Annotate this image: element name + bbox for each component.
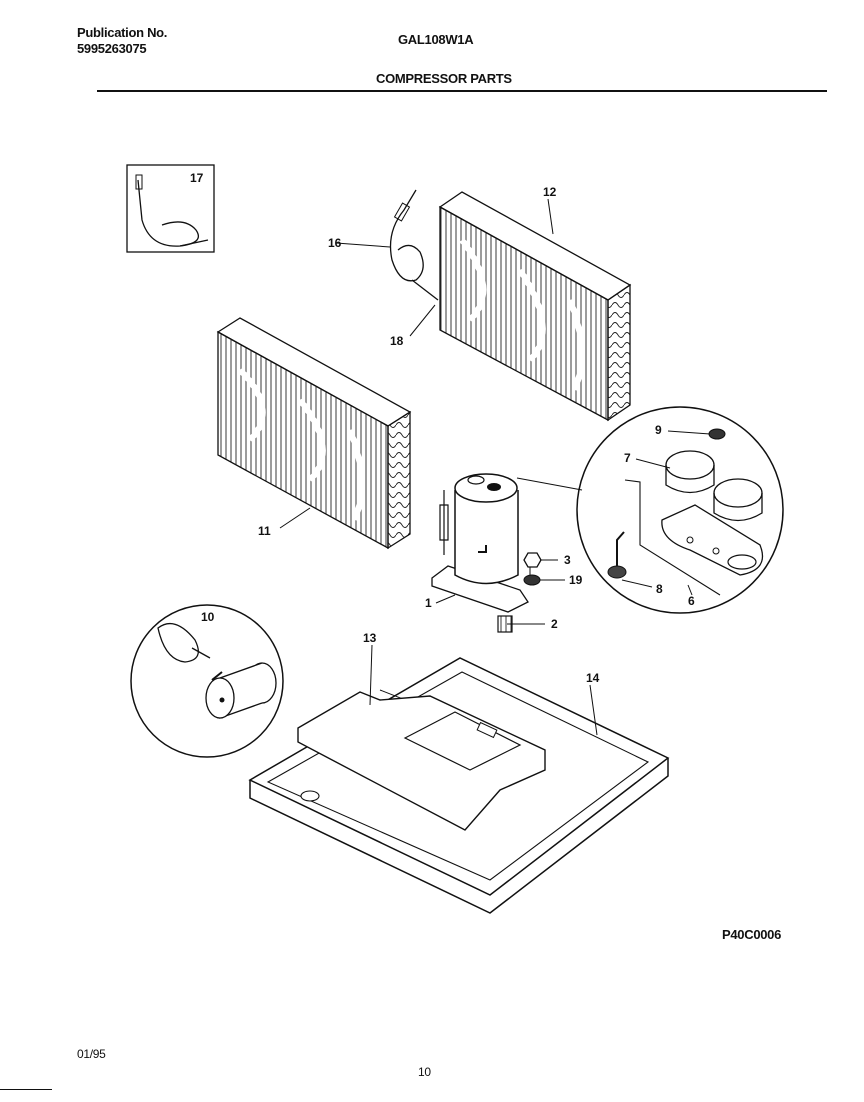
callout-9: 9 xyxy=(655,423,662,437)
grommet-and-nut-parts xyxy=(497,552,542,633)
capacitor-detail-circle xyxy=(130,604,284,758)
callout-16: 16 xyxy=(328,236,342,250)
callout-11: 11 xyxy=(258,524,271,538)
callout-19: 19 xyxy=(569,573,583,587)
callout-8: 8 xyxy=(656,582,663,596)
section-title: COMPRESSOR PARTS xyxy=(376,71,512,86)
callout-1: 1 xyxy=(425,596,432,610)
callout-14: 14 xyxy=(586,671,600,685)
callout-17: 17 xyxy=(190,171,204,185)
capillary-tube xyxy=(389,189,439,301)
callout-18: 18 xyxy=(390,334,404,348)
leader-lines xyxy=(279,198,711,736)
base-tray xyxy=(297,691,546,831)
callout-10: 10 xyxy=(201,610,215,624)
header-rule xyxy=(97,90,827,92)
callout-13: 13 xyxy=(363,631,377,645)
callout-12: 12 xyxy=(543,185,557,199)
capillary-tube-inset xyxy=(126,164,215,253)
footer-rule xyxy=(0,1089,52,1090)
drawing-code: P40C0006 xyxy=(722,927,782,942)
page-number: 10 xyxy=(418,1065,431,1079)
overload-detail-circle xyxy=(516,406,784,614)
model-number: GAL108W1A xyxy=(398,32,474,47)
callout-7: 7 xyxy=(624,451,631,465)
publication-label: Publication No. xyxy=(77,25,168,40)
evaporator-coil xyxy=(216,317,412,550)
callout-3: 3 xyxy=(564,553,571,567)
condenser-coil xyxy=(438,191,632,422)
compressor xyxy=(431,473,531,613)
publication-number: 5995263075 xyxy=(77,41,147,56)
callout-6: 6 xyxy=(688,594,695,608)
callout-2: 2 xyxy=(551,617,558,631)
footer-date: 01/95 xyxy=(77,1047,106,1061)
